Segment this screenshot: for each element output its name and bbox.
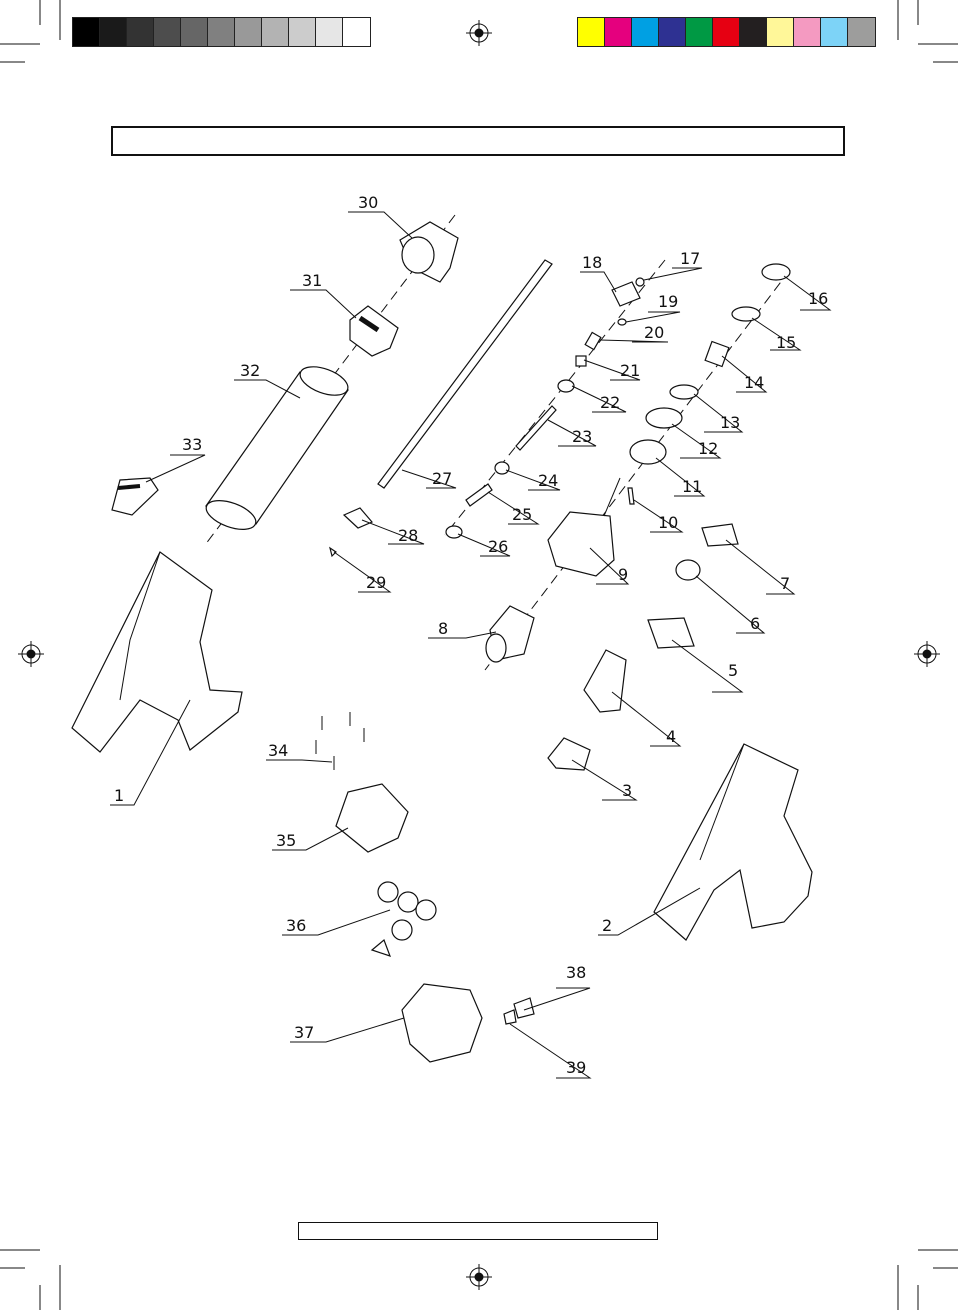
label-17: 17 xyxy=(680,249,700,268)
part-31-collar xyxy=(350,306,398,356)
parts-11-16-gear-assembly xyxy=(628,264,790,504)
label-2: 2 xyxy=(602,916,612,935)
label-36: 36 xyxy=(286,916,306,935)
label-29: 29 xyxy=(366,573,386,592)
label-7: 7 xyxy=(780,574,790,593)
label-6: 6 xyxy=(750,614,760,633)
registration-mark-left xyxy=(18,641,44,667)
part-4-switch xyxy=(584,650,626,712)
part-29-screw xyxy=(330,548,336,556)
label-1: 1 xyxy=(114,786,124,805)
label-26: 26 xyxy=(488,537,508,556)
label-22: 22 xyxy=(600,393,620,412)
part-39-contact xyxy=(504,1010,516,1024)
label-8: 8 xyxy=(438,619,448,638)
label-10: 10 xyxy=(658,513,678,532)
part-27-rod xyxy=(378,260,552,488)
part-9-gearbox xyxy=(548,512,614,576)
part-30-cap xyxy=(400,222,458,282)
part-6-bushing xyxy=(676,560,700,580)
label-35: 35 xyxy=(276,831,296,850)
registration-mark-right xyxy=(914,641,940,667)
label-15: 15 xyxy=(776,333,796,352)
part-37-battery-case xyxy=(402,984,482,1062)
part-8-motor xyxy=(486,606,534,662)
label-18: 18 xyxy=(582,253,602,272)
part-2-right-housing xyxy=(654,744,812,940)
label-12: 12 xyxy=(698,439,718,458)
label-23: 23 xyxy=(572,427,592,446)
label-14: 14 xyxy=(744,373,764,392)
label-34: 34 xyxy=(268,741,288,760)
leader-lines xyxy=(110,212,830,1078)
label-27: 27 xyxy=(432,469,452,488)
label-25: 25 xyxy=(512,505,532,524)
part-1-left-housing xyxy=(72,552,242,752)
part-32-tube xyxy=(202,361,351,535)
label-9: 9 xyxy=(618,565,628,584)
part-9-shaft xyxy=(604,478,620,516)
registration-mark-bottom xyxy=(466,1264,492,1290)
registration-mark-top xyxy=(466,20,492,46)
label-21: 21 xyxy=(620,361,640,380)
label-30: 30 xyxy=(358,193,378,212)
label-4: 4 xyxy=(666,727,676,746)
part-35-battery-top xyxy=(336,784,408,852)
part-33-bracket xyxy=(112,478,158,515)
label-39: 39 xyxy=(566,1058,586,1077)
part-36-cells xyxy=(372,882,436,956)
part-3-trigger xyxy=(548,738,590,770)
part-7-plate xyxy=(702,524,738,546)
label-11: 11 xyxy=(682,477,702,496)
label-37: 37 xyxy=(294,1023,314,1042)
label-24: 24 xyxy=(538,471,558,490)
label-33: 33 xyxy=(182,435,202,454)
part-28-clip xyxy=(344,508,372,528)
label-38: 38 xyxy=(566,963,586,982)
part-labels: 1 2 3 4 5 6 7 8 9 10 11 12 13 14 15 16 1… xyxy=(114,193,828,1077)
axis-gearbox xyxy=(485,270,790,670)
label-20: 20 xyxy=(644,323,664,342)
part-5-plate xyxy=(648,618,694,648)
label-13: 13 xyxy=(720,413,740,432)
label-3: 3 xyxy=(622,781,632,800)
label-32: 32 xyxy=(240,361,260,380)
label-28: 28 xyxy=(398,526,418,545)
label-5: 5 xyxy=(728,661,738,680)
label-31: 31 xyxy=(302,271,322,290)
label-19: 19 xyxy=(658,292,678,311)
label-16: 16 xyxy=(808,289,828,308)
